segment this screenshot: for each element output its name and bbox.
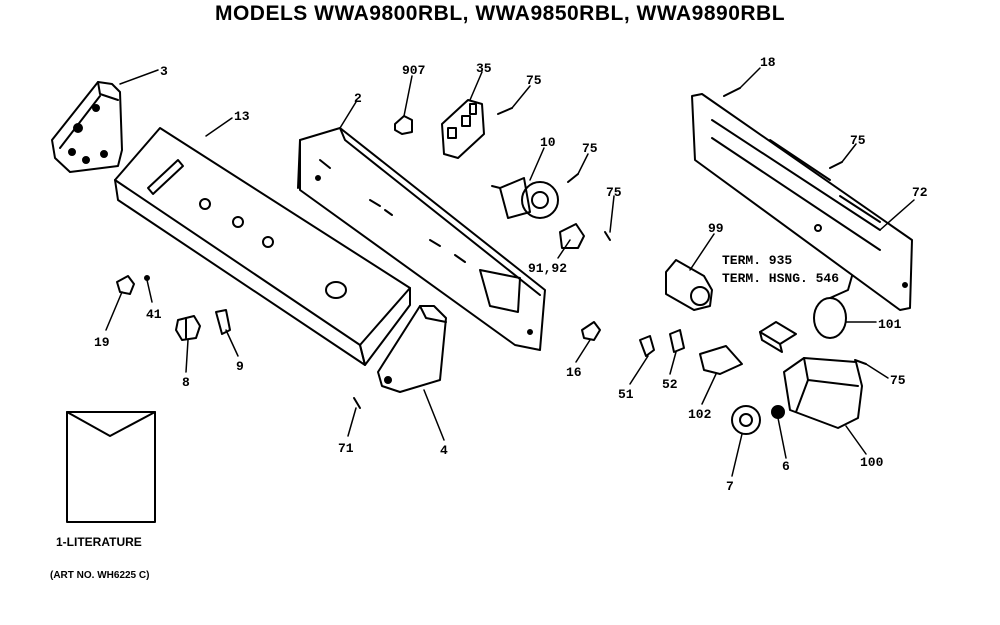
part-101-timer-motor[interactable] [813, 275, 853, 339]
part-7-dial[interactable] [731, 405, 761, 435]
part-8-knob[interactable] [175, 315, 201, 341]
label-72: 72 [912, 185, 928, 200]
label-102: 102 [688, 407, 712, 422]
part-35-switch[interactable] [441, 99, 485, 159]
screw-75[interactable] [497, 107, 867, 365]
label-35: 35 [476, 61, 492, 76]
leader-lines [105, 67, 915, 477]
part-16-bracket[interactable] [581, 321, 601, 341]
part-99-switch-assembly[interactable] [665, 259, 713, 311]
label-10: 10 [540, 135, 556, 150]
part-9-spring-clip[interactable] [215, 309, 231, 335]
label-8: 8 [182, 375, 190, 390]
label-41: 41 [146, 307, 162, 322]
part-4-end-cap[interactable] [377, 305, 447, 393]
part-102-terminal-block[interactable] [699, 345, 743, 375]
label-9: 9 [236, 359, 244, 374]
label-52: 52 [662, 377, 678, 392]
part-10-selector-switch[interactable] [491, 177, 559, 219]
label-100: 100 [860, 455, 884, 470]
label-75b: 75 [582, 141, 598, 156]
part-100-timer[interactable] [783, 357, 863, 429]
label-4: 4 [440, 443, 448, 458]
terminal-housing-546[interactable] [759, 321, 797, 353]
part-13-control-panel[interactable] [114, 127, 411, 366]
part-91-92-switch[interactable] [559, 223, 585, 249]
label-13: 13 [234, 109, 250, 124]
art-number: (ART NO. WH6225 C) [50, 570, 149, 581]
label-19: 19 [94, 335, 110, 350]
label-7: 7 [726, 479, 734, 494]
label-75a: 75 [526, 73, 542, 88]
part-52-switch[interactable] [669, 329, 685, 353]
part-19-knob[interactable] [116, 275, 135, 295]
part-907-knob-insert[interactable] [394, 115, 413, 135]
label-term-935: TERM. 935 [722, 253, 792, 268]
label-75c: 75 [606, 185, 622, 200]
literature-envelope-icon[interactable] [66, 411, 156, 523]
label-6: 6 [782, 459, 790, 474]
part-3-end-cap[interactable] [51, 81, 123, 173]
literature-label: 1-LITERATURE [56, 535, 142, 549]
label-18: 18 [760, 55, 776, 70]
screw-71[interactable] [353, 397, 361, 409]
part-51-switch[interactable] [639, 335, 655, 357]
screw-18[interactable] [723, 87, 741, 97]
label-71: 71 [338, 441, 354, 456]
label-term-hsng-546: TERM. HSNG. 546 [722, 271, 839, 286]
part-72-rear-panel[interactable] [691, 93, 913, 311]
label-907: 907 [402, 63, 425, 78]
label-2: 2 [354, 91, 362, 106]
label-75d: 75 [850, 133, 866, 148]
label-16: 16 [566, 365, 582, 380]
label-3: 3 [160, 64, 168, 79]
label-91-92: 91,92 [528, 261, 567, 276]
label-101: 101 [878, 317, 902, 332]
label-51: 51 [618, 387, 634, 402]
part-6-washer[interactable] [771, 405, 785, 419]
label-99: 99 [708, 221, 724, 236]
diagram-title: MODELS WWA9800RBL, WWA9850RBL, WWA9890RB… [214, 2, 786, 25]
label-75e: 75 [890, 373, 906, 388]
